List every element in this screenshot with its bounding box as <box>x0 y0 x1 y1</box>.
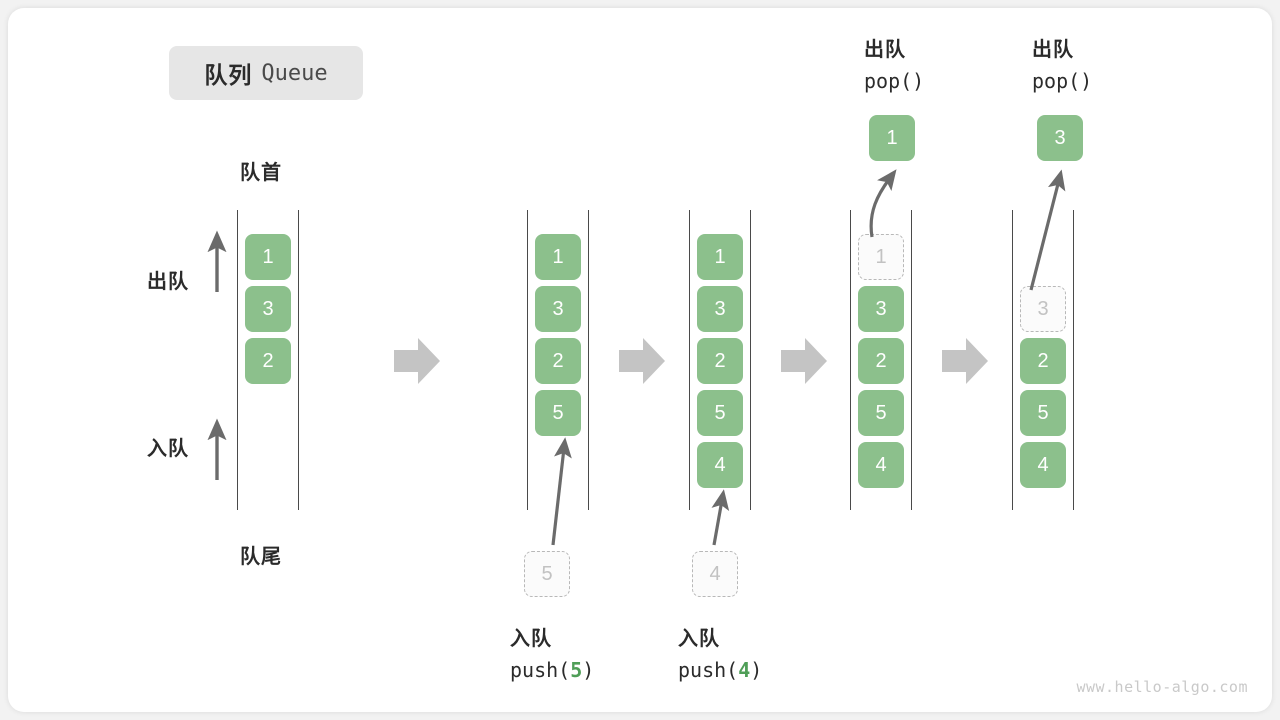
queue-cell: 5 <box>858 390 904 436</box>
queue-cell: 1 <box>697 234 743 280</box>
popped-cell: 1 <box>869 115 915 161</box>
queue-column-initial: 1 3 2 <box>237 210 299 510</box>
incoming-ghost-cell: 4 <box>692 551 738 597</box>
queue-column-push-4: 1 3 2 5 4 <box>689 210 751 510</box>
push-code-value: 5 <box>570 658 583 682</box>
queue-cell-ghost: 1 <box>858 234 904 280</box>
queue-cell: 1 <box>245 234 291 280</box>
queue-cell: 2 <box>245 338 291 384</box>
queue-cell: 2 <box>1020 338 1066 384</box>
pop-caption-code: pop() <box>864 69 925 93</box>
push-caption-cn: 入队 <box>678 628 720 650</box>
queue-cell: 4 <box>858 442 904 488</box>
queue-rear-label: 队尾 <box>240 546 282 568</box>
queue-cell-ghost: 3 <box>1020 286 1066 332</box>
queue-rail-right <box>298 210 299 510</box>
popped-cell: 3 <box>1037 115 1083 161</box>
push-code-value: 4 <box>738 658 751 682</box>
pop-caption-code: pop() <box>1032 69 1093 93</box>
dequeue-side-label: 出队 <box>147 271 189 293</box>
queue-cell: 4 <box>697 442 743 488</box>
push-caption-code: push(4) <box>678 658 762 682</box>
queue-cell: 5 <box>535 390 581 436</box>
queue-rail-right <box>1073 210 1074 510</box>
queue-column-pop-1: 1 3 2 5 4 <box>850 210 912 510</box>
queue-cell: 3 <box>858 286 904 332</box>
queue-rail-right <box>588 210 589 510</box>
push-code-prefix: push( <box>510 658 571 682</box>
queue-rail-left <box>1012 210 1013 510</box>
queue-rail-right <box>911 210 912 510</box>
queue-column-pop-3: 3 2 5 4 <box>1012 210 1074 510</box>
queue-cell: 4 <box>1020 442 1066 488</box>
push-code-prefix: push( <box>678 658 739 682</box>
queue-cell: 3 <box>245 286 291 332</box>
queue-rail-left <box>850 210 851 510</box>
pop-caption-cn: 出队 <box>1032 39 1074 61</box>
title-en: Queue <box>261 60 328 86</box>
title-badge: 队列 Queue <box>169 46 363 100</box>
watermark: www.hello-algo.com <box>1076 678 1248 696</box>
push-caption-cn: 入队 <box>510 628 552 650</box>
queue-cell: 1 <box>535 234 581 280</box>
queue-cell: 5 <box>1020 390 1066 436</box>
diagram-card <box>8 8 1272 712</box>
incoming-ghost-cell: 5 <box>524 551 570 597</box>
title-cn: 队列 <box>204 62 253 88</box>
push-code-suffix: ) <box>582 658 595 682</box>
enqueue-side-label: 入队 <box>147 438 189 460</box>
pop-caption-cn: 出队 <box>864 39 906 61</box>
queue-cell: 3 <box>535 286 581 332</box>
queue-rail-left <box>689 210 690 510</box>
queue-cell: 2 <box>535 338 581 384</box>
queue-front-label: 队首 <box>240 162 282 184</box>
queue-cell: 2 <box>858 338 904 384</box>
queue-cell: 5 <box>697 390 743 436</box>
queue-column-push-5: 1 3 2 5 <box>527 210 589 510</box>
queue-rail-left <box>527 210 528 510</box>
push-code-suffix: ) <box>750 658 763 682</box>
queue-cell: 3 <box>697 286 743 332</box>
queue-cell: 2 <box>697 338 743 384</box>
queue-rail-right <box>750 210 751 510</box>
push-caption-code: push(5) <box>510 658 594 682</box>
queue-rail-left <box>237 210 238 510</box>
